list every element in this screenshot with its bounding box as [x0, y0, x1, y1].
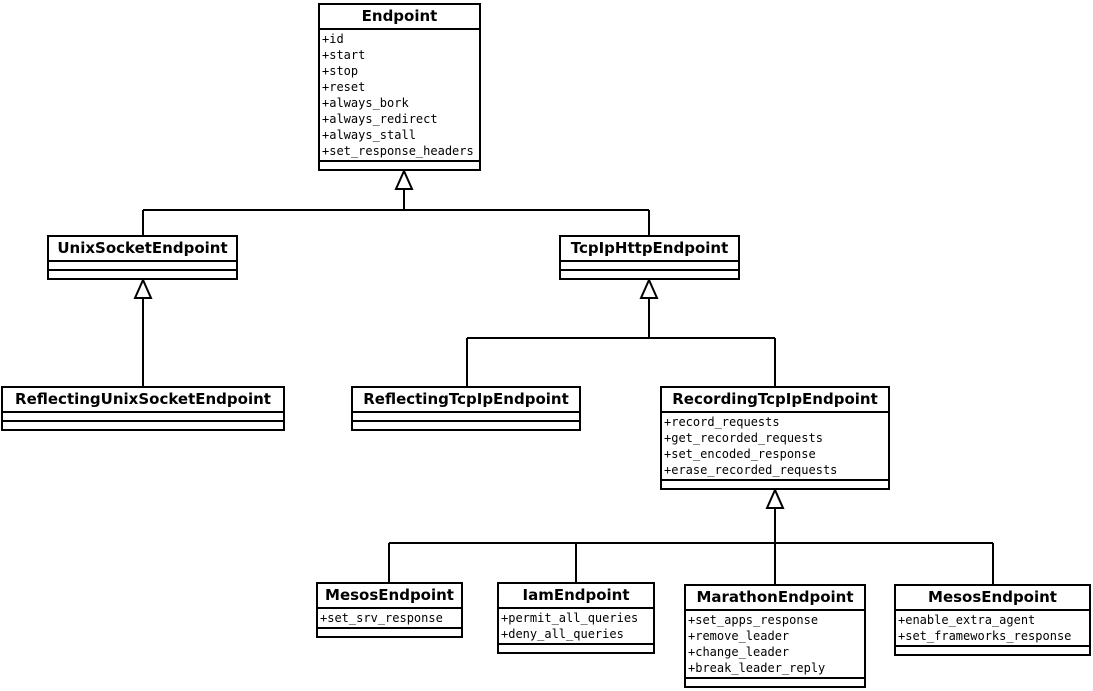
class-title: TcpIpHttpEndpoint: [561, 237, 738, 262]
class-attribute: +set_apps_response: [688, 613, 819, 627]
class-box-marathonendpoint: MarathonEndpoint +set_apps_response +remo…: [684, 584, 866, 688]
class-box-iamendpoint: IamEndpoint +permit_all_queries +deny_all…: [497, 582, 655, 654]
hollow-triangle-arrowhead: [133, 277, 153, 299]
class-title: UnixSocketEndpoint: [49, 237, 236, 262]
generalization-arrow-tcpip-children: [466, 277, 776, 388]
class-box-reflectingunixsocketendpoint: ReflectingUnixSocketEndpoint: [1, 386, 285, 431]
class-title: IamEndpoint: [499, 584, 653, 609]
hollow-triangle-arrowhead: [394, 168, 414, 190]
class-attribute: +enable_extra_agent: [898, 613, 1036, 627]
class-methods-empty: [3, 422, 283, 429]
class-title: ReflectingTcpIpEndpoint: [353, 388, 579, 413]
class-attributes-empty: [49, 262, 236, 271]
class-attribute: +erase_recorded_requests: [664, 463, 838, 477]
class-attribute: +get_recorded_requests: [664, 431, 823, 445]
class-attributes: +enable_extra_agent +set_frameworks_respo…: [896, 611, 1089, 647]
class-box-mesosendpoint-1: MesosEndpoint +set_srv_response: [316, 582, 463, 638]
class-title: Endpoint: [320, 5, 479, 30]
class-attribute: +remove_leader: [688, 629, 790, 643]
class-attributes: +record_requests +get_recorded_requests +s…: [662, 413, 888, 481]
class-attributes: +set_srv_response: [318, 609, 461, 629]
class-box-tcpiphttpendpoint: TcpIpHttpEndpoint: [559, 235, 740, 280]
class-methods-empty: [662, 481, 888, 488]
class-attribute: +set_encoded_response: [664, 447, 816, 461]
generalization-arrow-endpoint-children: [142, 168, 650, 236]
class-attribute: +break_leader_reply: [688, 661, 826, 675]
class-methods-empty: [318, 629, 461, 636]
class-methods-empty: [561, 271, 738, 278]
class-attribute: +deny_all_queries: [501, 627, 624, 641]
class-attributes: +permit_all_queries +deny_all_queries: [499, 609, 653, 645]
class-methods-empty: [499, 645, 653, 652]
class-box-unixsocketendpoint: UnixSocketEndpoint: [47, 235, 238, 280]
class-methods-empty: [896, 647, 1089, 654]
class-attributes: +id +start +stop +reset +always_bork +always_…: [320, 30, 479, 162]
class-attribute: +always_stall: [322, 128, 416, 142]
class-title: MesosEndpoint: [318, 584, 461, 609]
class-attributes-empty: [561, 262, 738, 271]
class-box-recordingtcpipendpoint: RecordingTcpIpEndpoint +record_requests+…: [660, 386, 890, 490]
class-title: RecordingTcpIpEndpoint: [662, 388, 888, 413]
class-box-mesosendpoint-2: MesosEndpoint +enable_extra_agent +set_fr…: [894, 584, 1091, 656]
class-title: MarathonEndpoint: [686, 586, 864, 611]
class-attribute: +set_response_headers: [322, 144, 474, 158]
generalization-arrow-unixsocket-child: [133, 277, 153, 388]
class-methods-empty: [686, 679, 864, 686]
class-attribute: +always_redirect: [322, 112, 438, 126]
class-attribute: +record_requests: [664, 415, 780, 429]
hollow-triangle-arrowhead: [639, 277, 659, 299]
class-attributes-empty: [3, 413, 283, 422]
class-attribute: +id: [322, 32, 344, 46]
class-attribute: +always_bork: [322, 96, 409, 110]
class-attributes-empty: [353, 413, 579, 422]
class-attribute: +permit_all_queries: [501, 611, 639, 625]
class-attributes: +set_apps_response +remove_leader +change_…: [686, 611, 864, 679]
class-attribute: +reset: [322, 80, 366, 94]
class-attribute: +set_frameworks_response: [898, 629, 1072, 643]
hollow-triangle-arrowhead: [765, 487, 785, 509]
class-methods-empty: [320, 162, 479, 169]
class-methods-empty: [353, 422, 579, 429]
class-methods-empty: [49, 271, 236, 278]
class-title: ReflectingUnixSocketEndpoint: [3, 388, 283, 413]
class-box-reflectingtcpipendpoint: ReflectingTcpIpEndpoint: [351, 386, 581, 431]
class-attribute: +set_srv_response: [320, 611, 443, 625]
generalization-arrow-recording-children: [388, 487, 994, 585]
class-title: MesosEndpoint: [896, 586, 1089, 611]
class-attribute: +stop: [322, 64, 359, 78]
class-box-endpoint: Endpoint +id +start +stop +reset +always_bor…: [318, 3, 481, 171]
class-attribute: +change_leader: [688, 645, 790, 659]
class-attribute: +start: [322, 48, 366, 62]
